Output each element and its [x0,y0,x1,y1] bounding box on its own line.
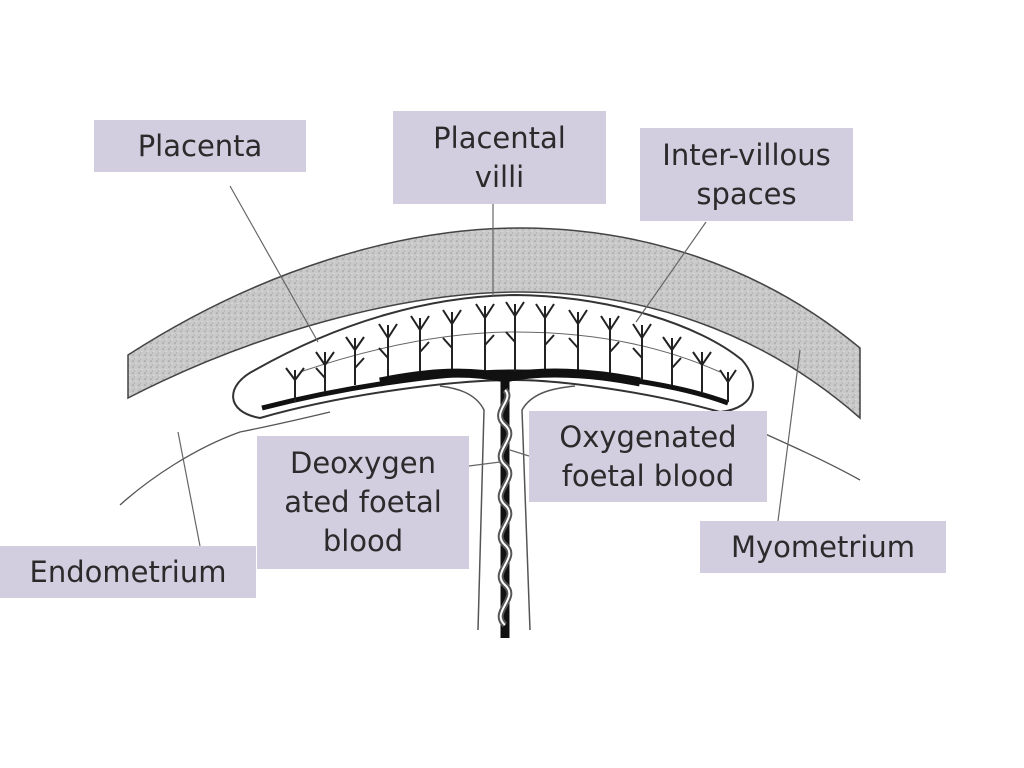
label-oxygenated-blood-text: Oxygenated foetal blood [559,419,737,493]
label-placental-villi: Placental villi [393,111,606,204]
label-placental-villi-text: Placental villi [433,120,566,194]
leader-placenta [229,185,319,343]
label-deoxygenated-blood-text: Deoxygen ated foetal blood [284,446,442,558]
label-placenta: Placenta [94,120,306,172]
leader-lines [177,185,801,547]
villus [600,315,620,376]
endometrium-outline [119,411,331,506]
label-deoxygenated-blood: Deoxygen ated foetal blood [257,436,469,569]
label-placenta-text: Placenta [137,128,263,163]
myometrium-band [127,227,861,420]
villus [315,351,335,392]
villus [378,323,398,380]
villus [632,323,652,380]
villus [662,336,682,385]
label-myometrium: Myometrium [700,521,946,573]
leader-oxygenated [509,449,530,457]
label-myometrium-text: Myometrium [731,529,915,564]
villus [442,309,462,374]
leader-myometrium [777,349,801,522]
label-endometrium: Endometrium [0,546,256,598]
villus [285,367,305,402]
villus [568,309,588,374]
label-inter-villous-spaces: Inter-villous spaces [640,128,853,221]
villus [505,301,525,372]
villus [475,303,495,372]
leader-intervillous [635,221,707,323]
umbilical-artery-highlight [499,389,511,626]
placental-villi [285,301,737,402]
label-endometrium-text: Endometrium [29,554,227,589]
label-inter-villous-spaces-text: Inter-villous spaces [662,137,831,211]
villus [345,336,365,385]
villus [410,315,430,376]
label-oxygenated-blood: Oxygenated foetal blood [529,411,767,502]
villus [719,369,737,402]
villus [535,303,555,372]
villus [692,351,712,392]
umbilical-cord-outline [439,385,576,631]
leader-deoxygenated [468,461,501,467]
leader-endometrium [177,431,201,547]
